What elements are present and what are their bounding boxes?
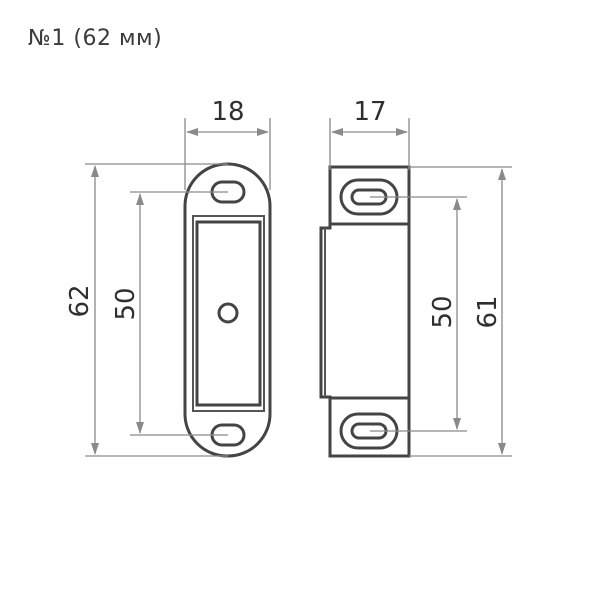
side-width-dimension: 17 (329, 97, 410, 170)
side-hole-spacing-label: 50 (428, 295, 458, 328)
front-height-label: 62 (65, 284, 95, 317)
front-width-dimension: 18 (184, 97, 271, 190)
front-hole-spacing-label: 50 (111, 287, 141, 320)
front-view (183, 162, 272, 458)
side-hole-spacing-dimension: 50 (370, 196, 467, 432)
front-center-hole (217, 302, 239, 324)
front-housing-inner (195, 220, 262, 407)
side-height-dimension: 61 (409, 166, 512, 457)
side-height-label: 61 (473, 295, 503, 328)
front-hole-spacing-dimension: 50 (111, 191, 228, 436)
front-width-label: 18 (211, 97, 244, 127)
side-width-label: 17 (353, 97, 386, 127)
front-housing-outer (192, 215, 265, 412)
page-title: №1 (62 мм) (28, 26, 163, 51)
side-view (319, 165, 411, 458)
front-height-dimension: 62 (65, 163, 228, 457)
